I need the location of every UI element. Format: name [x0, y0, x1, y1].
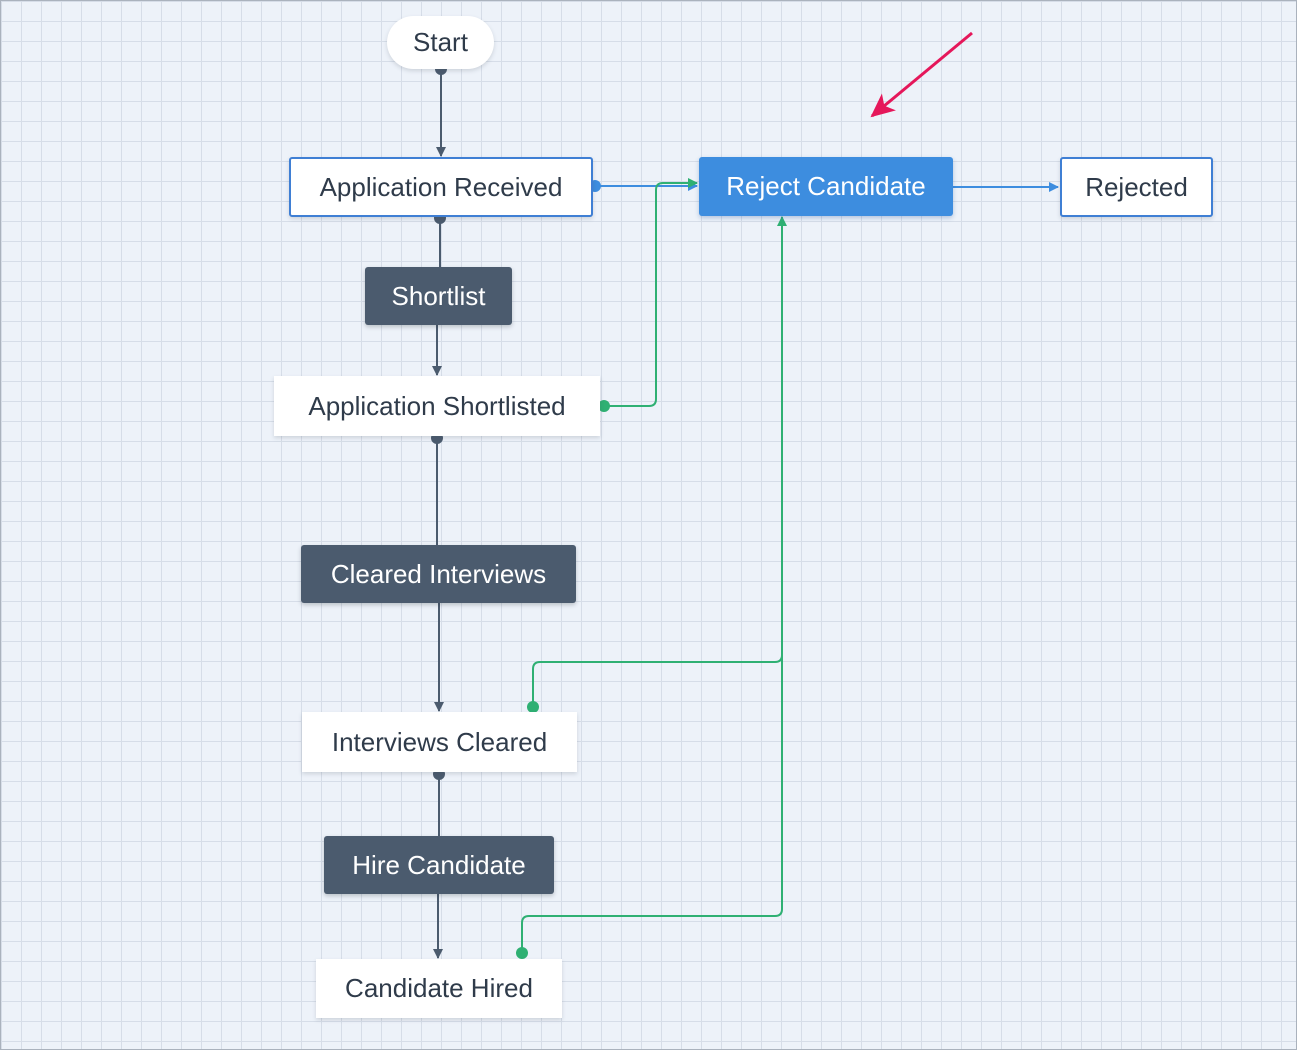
node-application-shortlisted[interactable]: Application Shortlisted	[274, 376, 600, 436]
node-hire-candidate-action[interactable]: Hire Candidate	[324, 836, 554, 894]
node-label: Candidate Hired	[345, 973, 533, 1003]
node-label: Reject Candidate	[726, 171, 926, 201]
node-cleared-interviews-action[interactable]: Cleared Interviews	[301, 545, 576, 603]
edge-source-dot	[516, 947, 528, 959]
edge-interviews-cleared-to-reject-candidate[interactable]	[527, 216, 787, 713]
node-label: Application Shortlisted	[308, 390, 566, 421]
node-candidate-hired[interactable]: Candidate Hired	[316, 959, 562, 1018]
node-start[interactable]: Start	[387, 16, 494, 69]
node-label: Hire Candidate	[352, 849, 526, 880]
node-reject-candidate-action[interactable]: Reject Candidate	[699, 157, 953, 216]
edge-start-to-application-received[interactable]	[435, 63, 447, 157]
node-label: Application Received	[319, 171, 563, 202]
node-label: Rejected	[1085, 171, 1188, 202]
node-interviews-cleared[interactable]: Interviews Cleared	[302, 712, 577, 772]
edge-source-dot	[527, 701, 539, 713]
node-rejected[interactable]: Rejected	[1060, 157, 1213, 217]
edge-candidate-hired-to-reject-candidate[interactable]	[516, 655, 783, 959]
node-shortlist-action[interactable]: Shortlist	[365, 267, 512, 325]
edge-application-received-to-shortlist[interactable]	[434, 212, 446, 268]
node-label: Interviews Cleared	[331, 726, 548, 757]
edge-application-shortlisted-to-cleared-interviews[interactable]	[431, 432, 443, 546]
edge-application-shortlisted-to-reject-candidate[interactable]	[598, 178, 698, 412]
node-label: Cleared Interviews	[330, 558, 547, 589]
edge-application-received-to-reject-candidate[interactable]	[589, 180, 698, 192]
node-label: Shortlist	[391, 280, 486, 311]
edge-source-dot	[598, 400, 610, 412]
annotation-arrow	[870, 31, 973, 118]
node-application-received[interactable]: Application Received	[289, 157, 593, 217]
node-label: Start	[413, 27, 468, 57]
edge-interviews-cleared-to-hire-candidate[interactable]	[433, 768, 445, 837]
